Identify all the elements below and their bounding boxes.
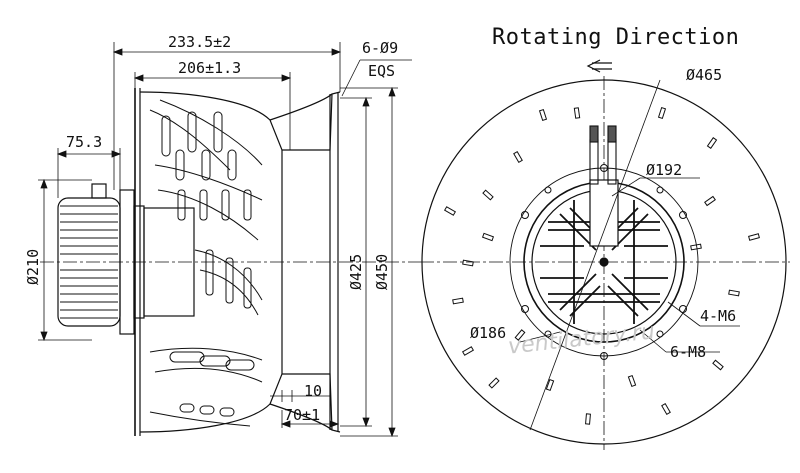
dim-inlet-diameter: Ø425: [347, 254, 365, 290]
hub-block: [143, 207, 195, 317]
dim-hub-diameter: Ø210: [24, 249, 42, 285]
bolt-holes: [521, 164, 687, 360]
dim-ring-depth: 70±1: [284, 406, 320, 424]
side-dimension-lines: [38, 42, 412, 438]
dim-motor-diameter: Ø192: [646, 161, 682, 179]
dim-threads-1: 4-M6: [700, 307, 736, 325]
dim-overall-length: 233.5±2: [168, 33, 231, 51]
motor-shaft: [599, 257, 609, 267]
motor-terminal-block: [589, 179, 619, 247]
motor-fins: [60, 205, 118, 319]
cable-gland: [91, 183, 107, 199]
shroud-curve-top: [269, 93, 333, 121]
rotating-direction-title: Rotating Direction: [492, 25, 739, 50]
front-leader-lines: [519, 79, 740, 431]
dim-ring-thickness: 10: [304, 382, 322, 400]
blades-bottom: [149, 249, 263, 427]
side-view: 233.5±2 206±1.3 75.3 Ø210 Ø425 Ø450 6-Ø9…: [24, 33, 420, 438]
impeller-slots: [443, 106, 760, 425]
blades-top: [149, 99, 263, 241]
dim-bolt-circle: Ø186: [470, 324, 506, 342]
impeller-outline: [421, 79, 787, 445]
motor-cables: [589, 125, 617, 185]
dim-holes-count: 6-Ø9: [362, 39, 398, 57]
dim-outer-diameter: Ø450: [373, 254, 391, 290]
dim-motor-offset: 75.3: [66, 133, 102, 151]
dim-holes-spacing: EQS: [368, 62, 395, 80]
bolt-circle: [509, 167, 699, 357]
dim-threads-2: 6-M8: [670, 343, 706, 361]
front-view: Rotating Direction: [420, 25, 790, 450]
dim-body-length: 206±1.3: [178, 59, 241, 77]
dim-impeller-diameter: Ø465: [686, 66, 722, 84]
rotation-arrow-icon: [586, 59, 612, 73]
